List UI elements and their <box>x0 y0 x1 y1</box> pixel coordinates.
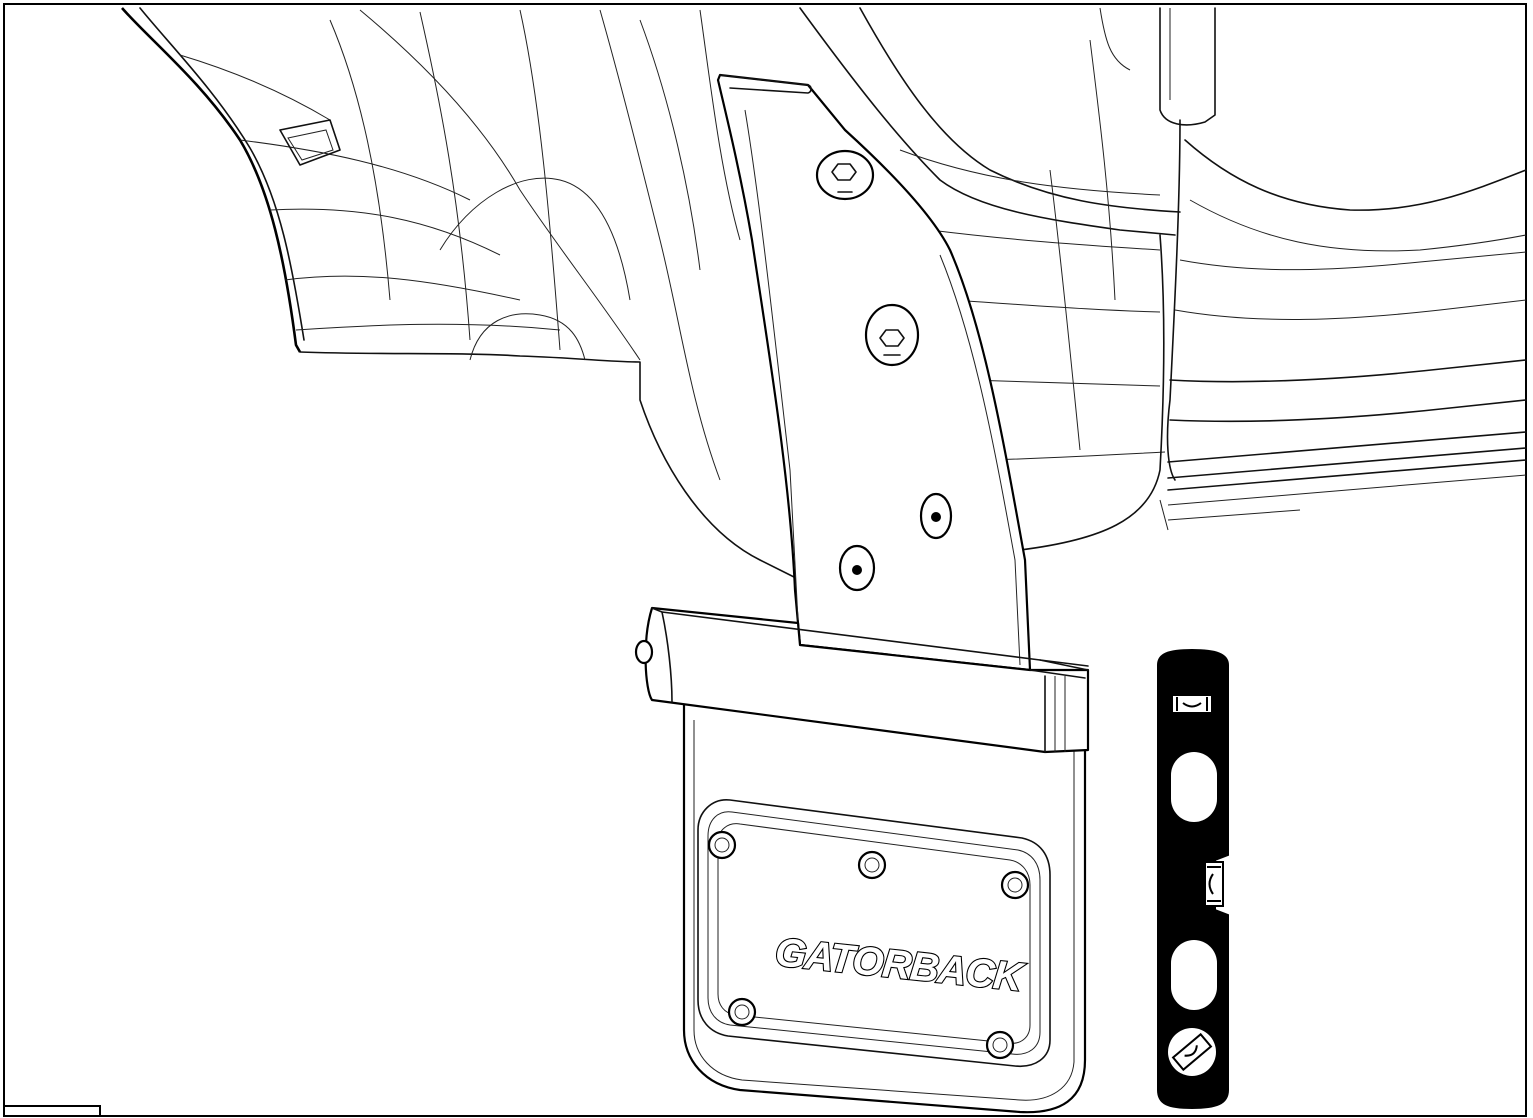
template-slot <box>1171 752 1217 822</box>
level-vial <box>1168 1028 1216 1076</box>
flap-screw <box>727 997 757 1027</box>
wheel-well-liner <box>121 7 801 581</box>
mounting-bracket <box>716 73 1032 672</box>
level-vial <box>1204 861 1224 907</box>
bracket-bar <box>634 606 1090 754</box>
rocker-panel <box>799 7 1527 551</box>
mud-flap: GATORBACK <box>682 698 1087 1114</box>
flap-screw <box>985 1030 1015 1060</box>
page-frame <box>3 3 1527 1117</box>
flap-screw <box>1000 870 1030 900</box>
bracket-bolt <box>815 149 875 201</box>
corner-label-box <box>4 1105 101 1116</box>
bracket-nut <box>919 492 953 540</box>
template-slot <box>1171 940 1217 1010</box>
level-vial <box>1171 694 1213 714</box>
bracket-nut <box>838 544 876 592</box>
flap-screw <box>707 830 737 860</box>
bar-bolt <box>634 639 654 665</box>
mounting-template <box>1157 648 1229 1110</box>
flap-screw <box>857 850 887 880</box>
bracket-bolt <box>864 303 920 367</box>
